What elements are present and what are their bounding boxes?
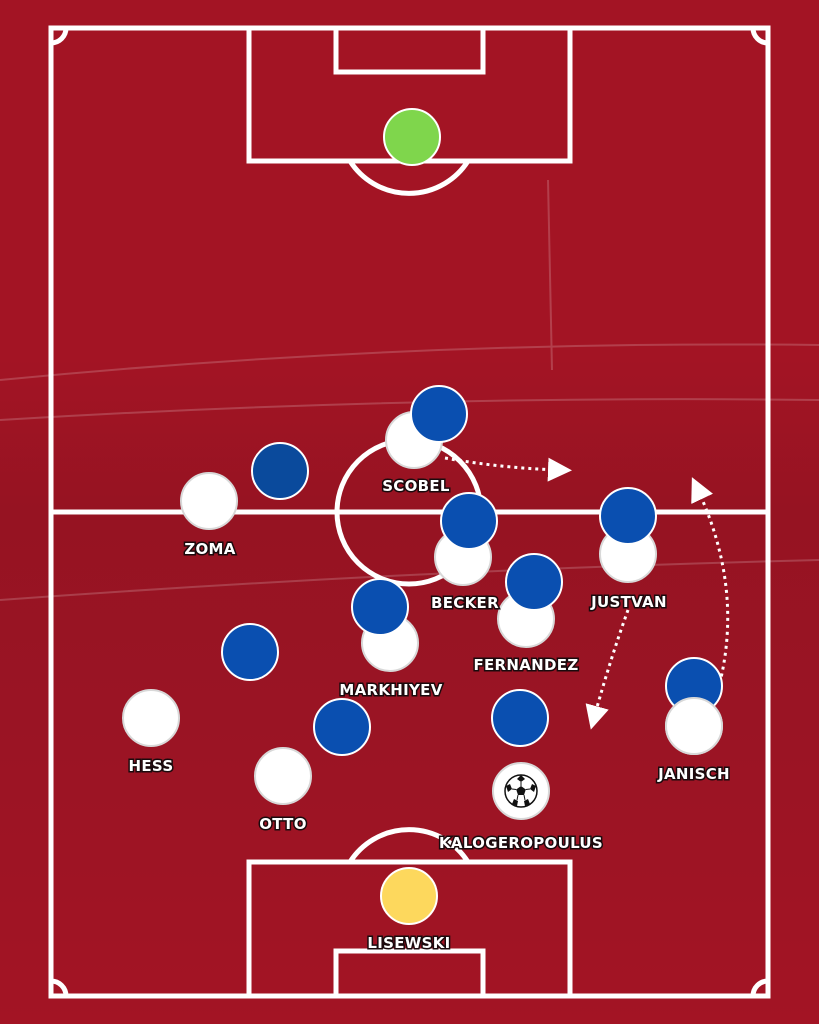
penalty-arc-top — [347, 159, 471, 196]
player-labels: ZOMA SCOBEL BECKER JUSTVAN MARKHIYEV FER… — [127, 476, 731, 954]
player-marker-hess — [122, 689, 180, 747]
goal-area-bottom — [333, 948, 486, 999]
player-label-otto: OTTO — [259, 815, 307, 833]
player-label-zoma: ZOMA — [184, 540, 235, 558]
opponent-player — [440, 492, 498, 550]
arrow-scobel-run — [444, 456, 572, 482]
player-label-scobel: SCOBEL — [382, 477, 450, 495]
player-label-markhiyev: MARKHIYEV — [339, 681, 442, 699]
opponent-goalkeeper — [383, 108, 441, 166]
corner-arc-bl — [50, 978, 69, 997]
opponent-player — [491, 689, 549, 747]
corner-arc-tr — [750, 27, 769, 46]
player-marker-zoma — [180, 472, 238, 530]
opponent-player — [505, 553, 563, 611]
corner-arc-br — [750, 978, 769, 997]
opponent-player — [221, 623, 279, 681]
stadium-silhouette — [0, 179, 819, 601]
player-marker-otto — [254, 747, 312, 805]
opponent-player — [351, 578, 409, 636]
ball-carrier — [492, 762, 550, 820]
penalty-arc-bottom — [347, 827, 471, 864]
opponent-player — [599, 487, 657, 545]
movement-arrows — [444, 456, 730, 730]
arrow-justvan-run — [585, 609, 630, 730]
player-label-justvan: JUSTVAN — [590, 593, 667, 611]
player-label-becker: BECKER — [431, 594, 499, 612]
opponents-front — [351, 385, 723, 715]
goal-area-top — [333, 25, 486, 75]
soccer-ball-icon — [504, 774, 538, 808]
opponents — [221, 442, 549, 756]
player-marker-lisewski — [380, 867, 438, 925]
player-label-kalogeropoulus: KALOGEROPOULUS — [439, 834, 603, 852]
player-label-janisch: JANISCH — [657, 765, 730, 783]
player-label-lisewski: LISEWSKI — [367, 934, 450, 952]
player-marker-janisch-top — [665, 697, 723, 755]
opponent-player — [313, 698, 371, 756]
corner-arc-tl — [50, 27, 69, 46]
opponent-player — [410, 385, 468, 443]
opponent-player — [251, 442, 309, 500]
player-label-hess: HESS — [129, 757, 174, 775]
player-label-fernandez: FERNANDEZ — [473, 656, 578, 674]
